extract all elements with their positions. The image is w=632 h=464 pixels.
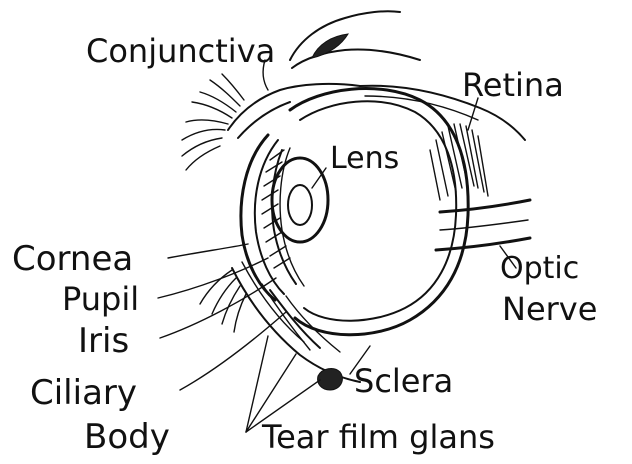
brow-patch [312,34,348,58]
cornea-leader [168,244,248,258]
label-optic-line1: Optic [500,251,579,286]
label-cornea: Cornea [12,239,133,279]
lower-eyelid [232,268,360,382]
label-tear-film: Tear film glans [261,418,495,456]
optic-nerve-inner [440,220,528,230]
ciliary-body-line-3 [286,296,340,352]
label-ciliary-line2: Body [84,417,170,457]
label-pupil: Pupil [62,280,139,318]
tear-gland [318,369,343,390]
eyeball-inner-outline [300,101,456,320]
label-lens: Lens [330,141,399,176]
labels: Conjunctiva Retina Lens Cornea Pupil Iri… [12,32,597,457]
label-ciliary-line1: Ciliary [30,373,137,413]
lens-inner [288,185,312,225]
optic-nerve-bottom [436,238,530,250]
label-conjunctiva: Conjunctiva [86,32,275,70]
upper-eyelid-inner [238,102,290,138]
iris-leader [160,278,276,338]
label-iris: Iris [78,321,129,361]
iris-layer-2 [280,148,304,286]
label-optic-line2: Nerve [502,290,597,328]
label-sclera: Sclera [354,362,453,400]
label-retina: Retina [462,66,564,104]
brow-inner [292,49,420,68]
optic-nerve-top [440,200,530,212]
